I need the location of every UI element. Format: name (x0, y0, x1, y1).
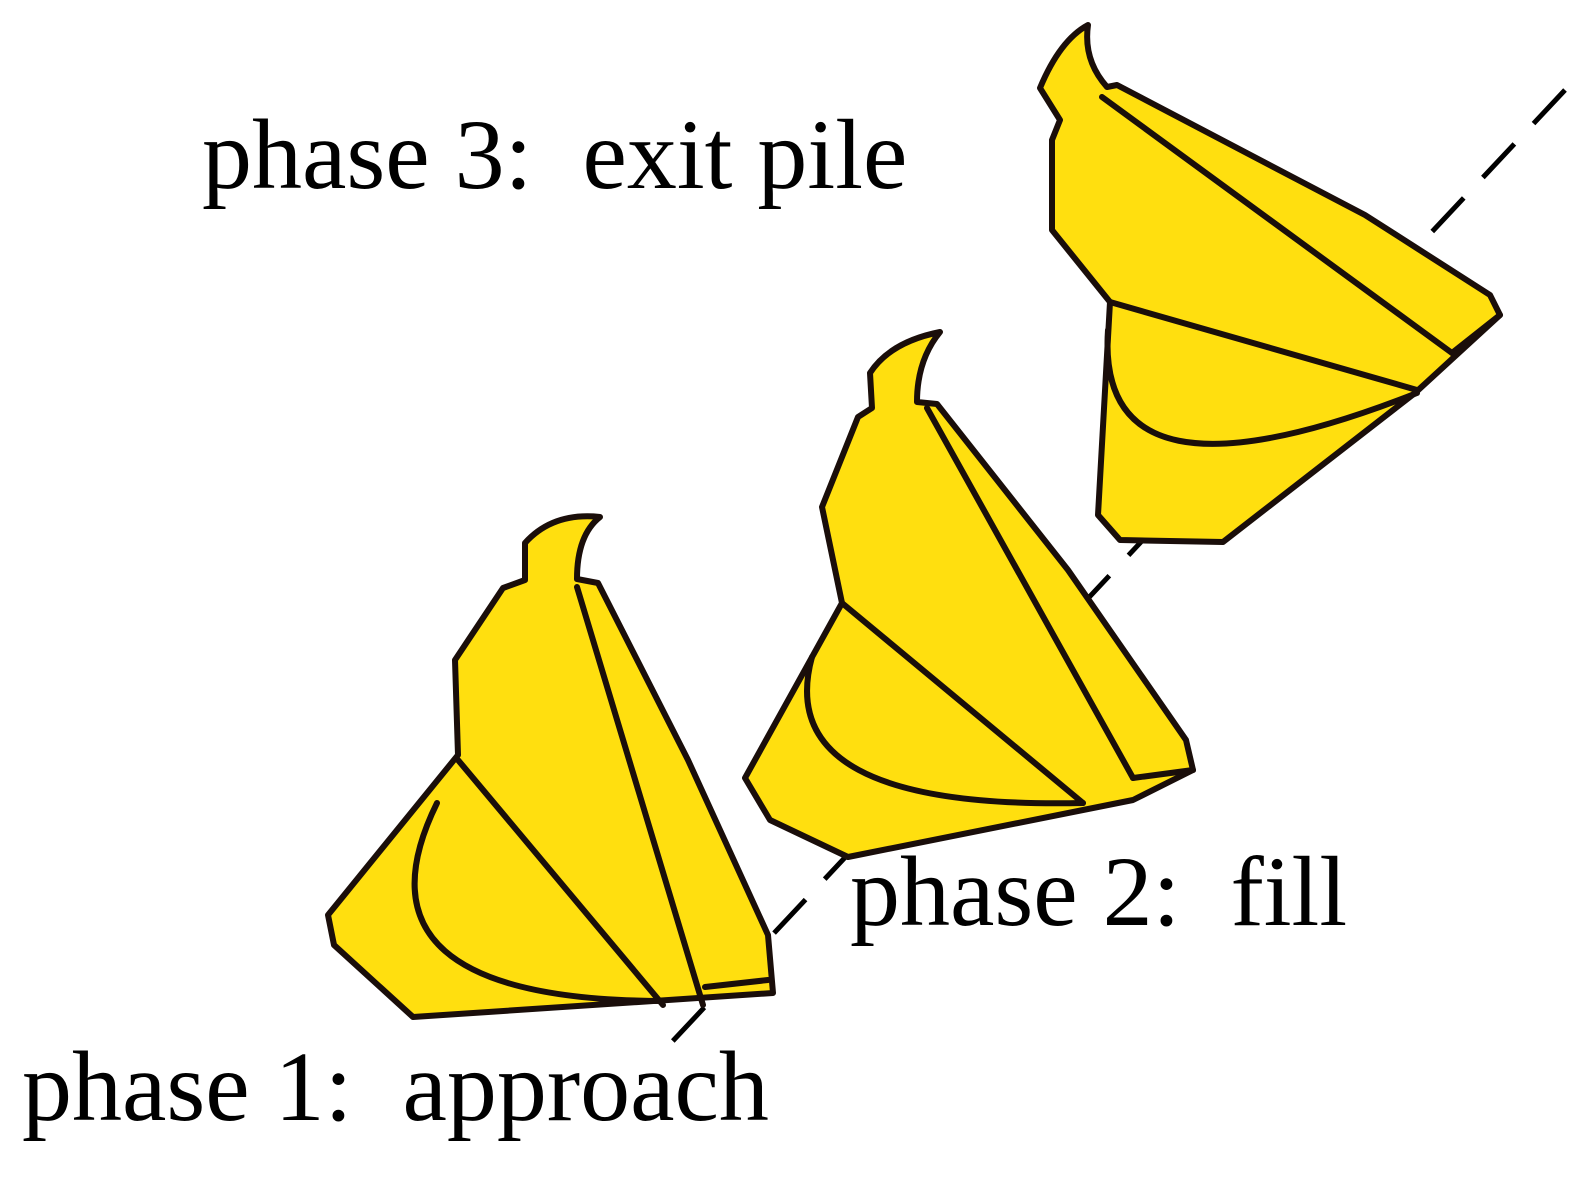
phase-2-label: phase 2: fill (850, 836, 1347, 947)
bucket-phase-2-lip (1130, 767, 1196, 781)
bucket-phase-3-rib (1107, 299, 1420, 393)
bucket-phase-1-body (325, 513, 776, 1020)
bucket-phase-3-rib (1099, 94, 1455, 356)
bucket-phase-1 (325, 513, 776, 1020)
bucket-phase-2 (742, 329, 1196, 860)
bucket-phase-1-curve (411, 800, 666, 1004)
bucket-phase-2-body (742, 329, 1196, 860)
bucket-phase-2-rib (924, 405, 1136, 781)
bucket-phase-3-body (1037, 22, 1503, 545)
phase-1-label: phase 1: approach (22, 1031, 769, 1142)
bucket-phase-3-curve (1104, 327, 1420, 447)
bucket-phase-2-curve (804, 654, 1086, 807)
phase-3-label: phase 3: exit pile (202, 99, 907, 210)
bucket-phase-1-rib (574, 584, 706, 1008)
bucket-phase-3 (1037, 22, 1503, 545)
bucket-phase-3-lip (1449, 312, 1503, 356)
bucket-phase-1-lip (702, 977, 771, 990)
bucket-phase-2-rib (839, 600, 1086, 806)
bucket-phase-1-rib (455, 757, 666, 1008)
